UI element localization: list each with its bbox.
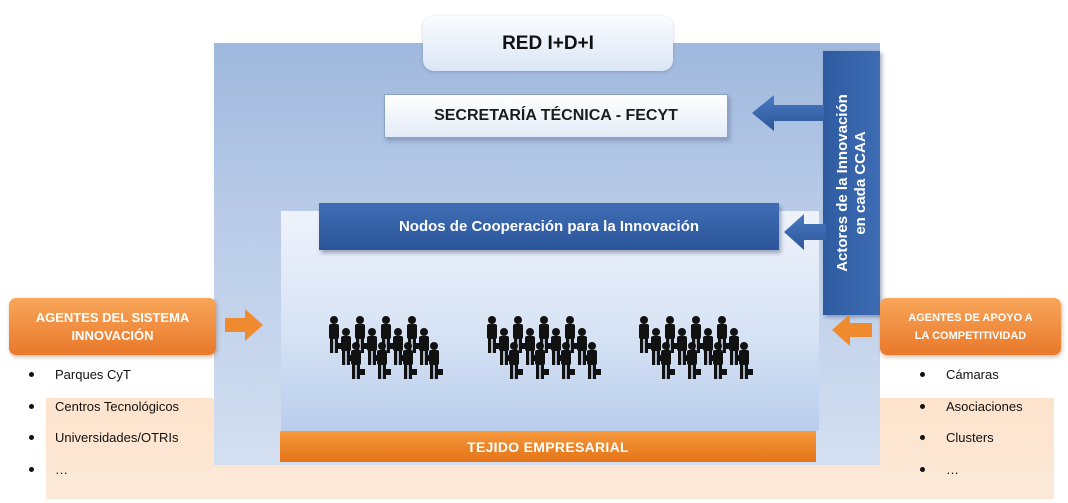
list-item: Universidades/OTRIs xyxy=(29,428,179,460)
list-item: Asociaciones xyxy=(920,397,1023,429)
red-idi-title: RED I+D+I xyxy=(423,16,673,71)
actores-line-1: Actores de la Innovación xyxy=(833,94,851,272)
agentes-sistema-list: Parques CyT Centros Tecnológicos Univers… xyxy=(29,365,179,491)
agentes-apoyo-box: AGENTES DE APOYO A LA COMPETITIVIDAD xyxy=(880,298,1061,355)
secretaria-tecnica-box: SECRETARÍA TÉCNICA - FECYT xyxy=(384,94,728,138)
list-item: Clusters xyxy=(920,428,1023,460)
business-people-icon xyxy=(329,316,443,379)
list-item: Cámaras xyxy=(920,365,1023,397)
agentes-sistema-box: AGENTES DEL SISTEMA INNOVACIÓN xyxy=(9,298,216,355)
agentes-sistema-line-1: AGENTES DEL SISTEMA xyxy=(35,309,190,325)
arrow-left-icon xyxy=(752,95,824,131)
tejido-empresarial-bar: TEJIDO EMPRESARIAL xyxy=(280,431,816,462)
list-item: … xyxy=(920,460,1023,492)
arrow-left-icon xyxy=(784,214,826,250)
arrow-right-icon xyxy=(225,309,263,341)
list-item: Centros Tecnológicos xyxy=(29,397,179,429)
agentes-apoyo-line-2: LA COMPETITIVIDAD xyxy=(914,329,1027,342)
agentes-apoyo-list: Cámaras Asociaciones Clusters … xyxy=(920,365,1023,491)
actores-innovacion-bar: Actores de la Innovación en cada CCAA xyxy=(823,51,880,315)
agentes-sistema-line-2: INNOVACIÓN xyxy=(71,327,154,343)
list-item: Parques CyT xyxy=(29,365,179,397)
list-item: … xyxy=(29,460,179,492)
actores-line-2: en cada CCAA xyxy=(851,131,869,235)
business-people-icon xyxy=(487,316,601,379)
business-people-icon xyxy=(639,316,753,379)
agentes-apoyo-line-1: AGENTES DE APOYO A xyxy=(908,311,1033,324)
nodos-cooperacion-box: Nodos de Cooperación para la Innovación xyxy=(319,203,779,250)
arrow-left-icon xyxy=(832,314,872,346)
actores-innovacion-label: Actores de la Innovación en cada CCAA xyxy=(834,94,870,272)
